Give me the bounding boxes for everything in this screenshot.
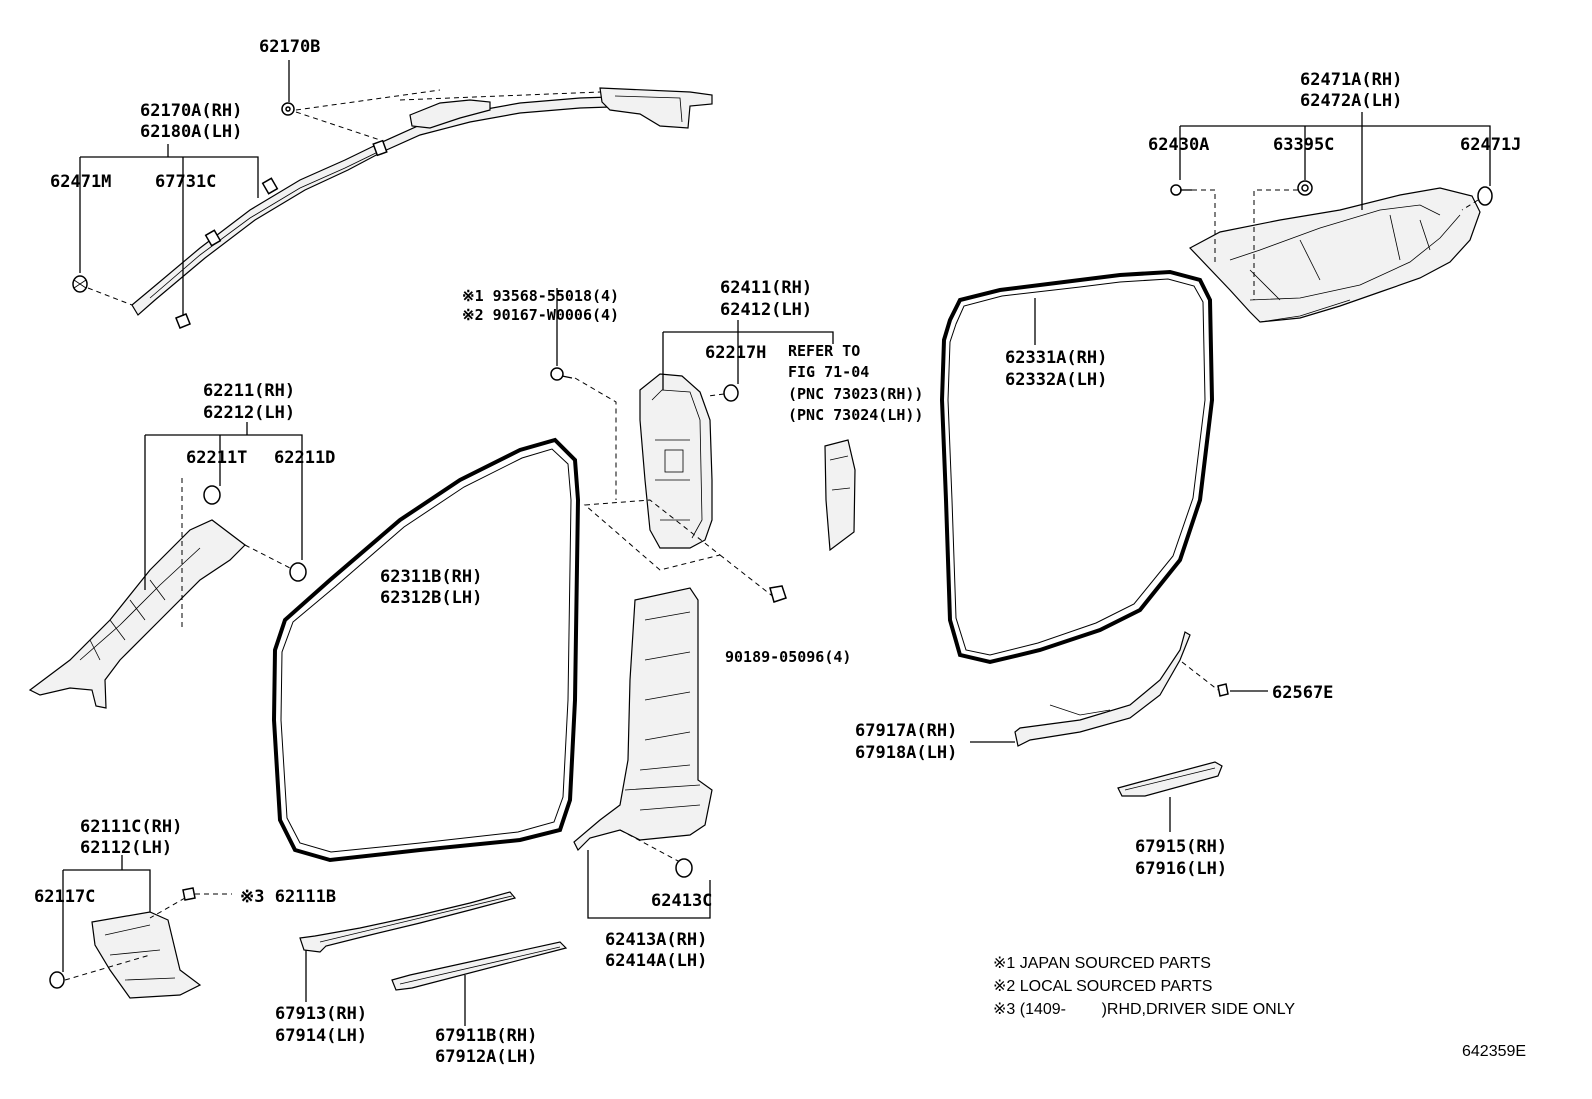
label-62471A: 62471A(RH) (1300, 70, 1402, 90)
label-67731C: 67731C (155, 172, 216, 192)
label-62430A: 62430A (1148, 135, 1209, 155)
label-62170B: 62170B (259, 37, 320, 57)
label-62411: 62411(RH) (720, 278, 812, 298)
label-62211T: 62211T (186, 448, 247, 468)
label-62111C: 62111C(RH) (80, 817, 182, 837)
clip-62413C-icon (675, 858, 693, 878)
clip-62471M-icon (72, 275, 88, 293)
label-90189: 90189-05096(4) (725, 648, 851, 666)
label-62211: 62211(RH) (203, 381, 295, 401)
label-62472A: 62472A(LH) (1300, 91, 1402, 111)
clip-62111B-icon (182, 887, 196, 901)
label-63395C: 63395C (1273, 135, 1334, 155)
label-note2-part: ※2 90167-W0006(4) (462, 306, 619, 324)
label-67912A: 67912A(LH) (435, 1047, 537, 1067)
label-67913: 67913(RH) (275, 1004, 367, 1024)
bolt-62170B-icon (281, 102, 295, 116)
footnotes: ※1 JAPAN SOURCED PARTS ※2 LOCAL SOURCED … (993, 955, 1526, 1060)
screw-note1-icon (550, 367, 573, 381)
label-67918A: 67918A(LH) (855, 743, 957, 763)
label-62112: 62112(LH) (80, 838, 172, 858)
front-door-weatherstrip (271, 437, 581, 863)
roof-rail-assembly (72, 60, 713, 329)
label-62471M: 62471M (50, 172, 111, 192)
label-62212: 62212(LH) (203, 403, 295, 423)
label-refer-4: (PNC 73024(LH)) (788, 406, 923, 424)
screw-62430A-icon (1170, 184, 1192, 196)
quarter-trim-assembly (1170, 112, 1493, 323)
b-pillar-upper-assembly (550, 288, 856, 603)
label-62413A: 62413A(RH) (605, 930, 707, 950)
clip-62211D-icon (289, 562, 307, 582)
label-62412: 62412(LH) (720, 300, 812, 320)
scuff-plates (299, 631, 1268, 1026)
a-pillar-assembly (28, 422, 307, 709)
label-67914: 67914(LH) (275, 1026, 367, 1046)
note-local-sourced: ※2 LOCAL SOURCED PARTS (993, 978, 1212, 995)
clip-63395C-icon (1297, 180, 1313, 196)
label-62332A: 62332A(LH) (1005, 370, 1107, 390)
label-62170A: 62170A(RH) (140, 101, 242, 121)
label-62312B: 62312B(LH) (380, 588, 482, 608)
clip-62567E-icon (1217, 683, 1229, 697)
figure-id: 642359E (1462, 1043, 1526, 1060)
label-62311B: 62311B(RH) (380, 567, 482, 587)
clip-62211T-icon (203, 485, 221, 505)
clip-67731C-icon (175, 313, 191, 329)
label-62111B: ※3 62111B (240, 887, 336, 907)
label-refer-3: (PNC 73023(RH)) (788, 385, 923, 403)
clip-62217H-icon (723, 384, 739, 402)
label-62567E: 62567E (1272, 683, 1333, 703)
label-67915: 67915(RH) (1135, 837, 1227, 857)
label-62217H: 62217H (705, 343, 766, 363)
label-62413C: 62413C (651, 891, 712, 911)
rear-door-weatherstrip (939, 269, 1215, 665)
cowl-side-trim-assembly (49, 855, 232, 999)
label-67916: 67916(LH) (1135, 859, 1227, 879)
part-labels: 62170B 62170A(RH) 62180A(LH) 62471M 6773… (34, 37, 1521, 1067)
label-62471J: 62471J (1460, 135, 1521, 155)
label-67911B: 67911B(RH) (435, 1026, 537, 1046)
label-62414A: 62414A(LH) (605, 951, 707, 971)
label-note1-part: ※1 93568-55018(4) (462, 287, 619, 305)
note-japan-sourced: ※1 JAPAN SOURCED PARTS (993, 955, 1211, 972)
note-rhd-driver: ※3 (1409- )RHD,DRIVER SIDE ONLY (993, 1001, 1295, 1018)
label-62211D: 62211D (274, 448, 335, 468)
clip-62471J-icon (1477, 186, 1493, 206)
label-refer-1: REFER TO (788, 342, 860, 360)
label-67917A: 67917A(RH) (855, 721, 957, 741)
clip-90189-icon (769, 585, 787, 603)
label-62180A: 62180A(LH) (140, 122, 242, 142)
label-62117C: 62117C (34, 887, 95, 907)
b-pillar-lower-assembly (573, 587, 713, 919)
label-refer-2: FIG 71-04 (788, 363, 869, 381)
clip-62117C-icon (49, 971, 65, 989)
label-62331A: 62331A(RH) (1005, 348, 1107, 368)
